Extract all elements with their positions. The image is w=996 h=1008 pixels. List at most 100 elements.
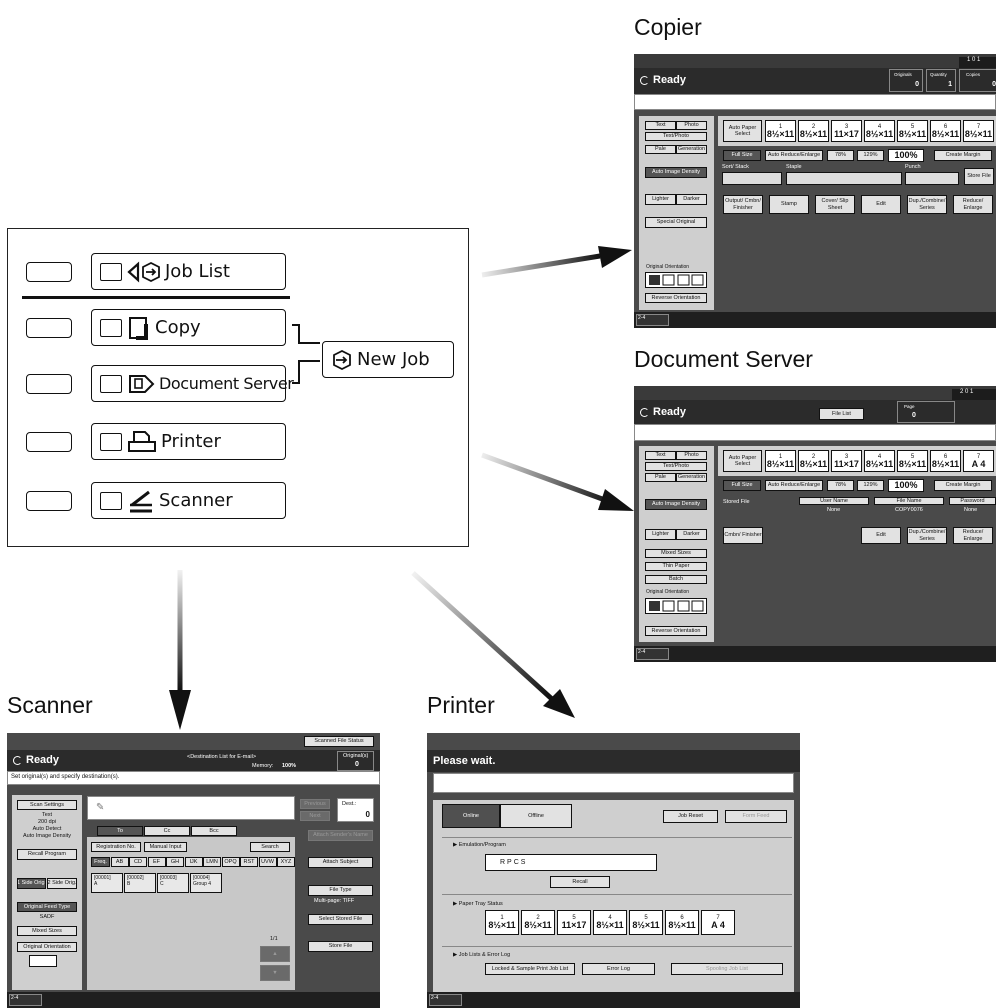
docserver-text-button[interactable]: Text — [645, 451, 676, 460]
scanner-alpha-tab[interactable]: Freq. — [91, 857, 110, 867]
scanner-orientation-button[interactable]: Original Orientation — [17, 942, 77, 952]
docserver-file-name-button[interactable]: File Name — [874, 497, 944, 505]
copier-auto-density-button[interactable]: Auto Image Density — [645, 167, 707, 178]
docserver-photo-button[interactable]: Photo — [676, 451, 707, 460]
scanner-search-button[interactable]: Search — [250, 842, 290, 852]
copier-129-button[interactable]: 129% — [857, 150, 884, 161]
copier-textphoto-button[interactable]: Text/Photo — [645, 132, 707, 141]
docserver-textphoto-button[interactable]: Text/Photo — [645, 462, 707, 471]
copier-stamp-button[interactable]: Stamp — [769, 195, 809, 214]
docserver-generation-button[interactable]: Generation — [676, 473, 707, 482]
scanner-cc-tab[interactable]: Cc — [144, 826, 190, 836]
scanner-manual-input-button[interactable]: Manual Input — [144, 842, 187, 852]
printer-spooling-button[interactable]: Spooling Job List — [671, 963, 783, 975]
copier-special-original-button[interactable]: Special Original — [645, 217, 707, 228]
docserver-reduce-enlarge-button[interactable]: Reduce/ Enlarge — [953, 527, 993, 544]
scanner-one-side-button[interactable]: 1 Side Orig. — [17, 878, 46, 889]
docserver-user-name-button[interactable]: User Name — [799, 497, 869, 505]
docserver-auto-paper-button[interactable]: Auto Paper Select — [723, 450, 762, 472]
scanner-alpha-tab[interactable]: RST — [240, 857, 258, 867]
docserver-batch-button[interactable]: Batch — [645, 575, 707, 584]
scanner-store-file-button[interactable]: Store File — [308, 941, 373, 952]
new-job-button[interactable]: New Job — [322, 341, 454, 378]
scanner-destination-entry[interactable]: [00004]Group 4 — [190, 873, 222, 893]
copier-auto-paper-button[interactable]: Auto Paper Select — [723, 120, 762, 142]
docserver-129-button[interactable]: 129% — [857, 480, 884, 491]
copier-orientation-selector[interactable] — [645, 272, 707, 288]
scanner-alpha-tab[interactable]: GH — [166, 857, 184, 867]
docserver-lighter-button[interactable]: Lighter — [645, 529, 676, 540]
scanner-alpha-tab[interactable]: AB — [110, 857, 129, 867]
scanner-attach-sender-button[interactable]: Attach Sender's Name — [308, 830, 373, 841]
copier-pale-button[interactable]: Pale — [645, 145, 676, 154]
scanner-scanned-file-status-button[interactable]: Scanned File Status — [304, 736, 374, 747]
docserver-darker-button[interactable]: Darker — [676, 529, 707, 540]
scanner-two-side-button[interactable]: 2 Side Orig. — [47, 878, 77, 889]
scanner-previous-button[interactable]: Previous — [300, 799, 330, 809]
docserver-orientation-selector[interactable] — [645, 598, 707, 614]
docserver-cmbn-button[interactable]: Cmbn/ Finisher — [723, 527, 763, 544]
docserver-dup-button[interactable]: Dup./Combine/ Series — [907, 527, 947, 544]
scanner-alpha-tab[interactable]: UVW — [258, 857, 277, 867]
copier-reverse-orientation-button[interactable]: Reverse Orientation — [645, 293, 707, 303]
docserver-thin-paper-button[interactable]: Thin Paper — [645, 562, 707, 571]
scanner-alpha-tab[interactable]: IJK — [184, 857, 203, 867]
scanner-button[interactable]: Scanner — [91, 482, 286, 519]
scanner-alpha-tab[interactable]: CD — [129, 857, 147, 867]
printer-button[interactable]: Printer — [91, 423, 286, 460]
printer-locked-list-button[interactable]: Locked & Sample Print Job List — [485, 963, 575, 975]
docserver-edit-button[interactable]: Edit — [861, 527, 901, 544]
scanner-scroll-down-button[interactable]: ▼ — [260, 965, 290, 981]
job-list-button[interactable]: Job List — [91, 253, 286, 290]
scanner-scroll-up-button[interactable]: ▲ — [260, 946, 290, 962]
scanner-alpha-tab[interactable]: EF — [147, 857, 166, 867]
scanner-destination-entry[interactable]: [00001]A — [91, 873, 123, 893]
scanner-feed-type-button[interactable]: Original Feed Type — [17, 902, 77, 912]
scanner-attach-subject-button[interactable]: Attach Subject — [308, 857, 373, 868]
docserver-create-margin-button[interactable]: Create Margin — [934, 480, 992, 491]
copier-78-button[interactable]: 78% — [827, 150, 854, 161]
copier-darker-button[interactable]: Darker — [676, 194, 707, 205]
printer-error-log-button[interactable]: Error Log — [582, 963, 655, 975]
printer-job-reset-button[interactable]: Job Reset — [663, 810, 718, 823]
scanner-to-tab[interactable]: To — [97, 826, 143, 836]
copier-lighter-button[interactable]: Lighter — [645, 194, 676, 205]
printer-recall-button[interactable]: Recall — [550, 876, 610, 888]
copier-photo-button[interactable]: Photo — [676, 121, 707, 130]
scanner-alpha-tab[interactable]: LMN — [203, 857, 221, 867]
printer-offline-button[interactable]: Offline — [500, 804, 572, 828]
copier-store-file-button[interactable]: Store File — [964, 168, 994, 185]
docserver-mixed-sizes-button[interactable]: Mixed Sizes — [645, 549, 707, 558]
copy-button[interactable]: Copy — [91, 309, 286, 346]
copier-punch-icons[interactable] — [905, 172, 959, 185]
docserver-password-button[interactable]: Password — [949, 497, 996, 505]
copier-reduce-enlarge-button[interactable]: Reduce/ Enlarge — [953, 195, 993, 214]
docserver-auto-density-button[interactable]: Auto Image Density — [645, 499, 707, 510]
docserver-full-size-button[interactable]: Full Size — [723, 480, 761, 491]
copier-edit-button[interactable]: Edit — [861, 195, 901, 214]
scanner-select-stored-button[interactable]: Select Stored File — [308, 914, 373, 925]
copier-staple-icons[interactable] — [786, 172, 902, 185]
scanner-alpha-tab[interactable]: XYZ — [277, 857, 295, 867]
scanner-destination-entry[interactable]: [00003]C — [157, 873, 189, 893]
printer-emulation-field[interactable]: RPCS — [485, 854, 657, 871]
scanner-destination-entry[interactable]: [00002]B — [124, 873, 156, 893]
